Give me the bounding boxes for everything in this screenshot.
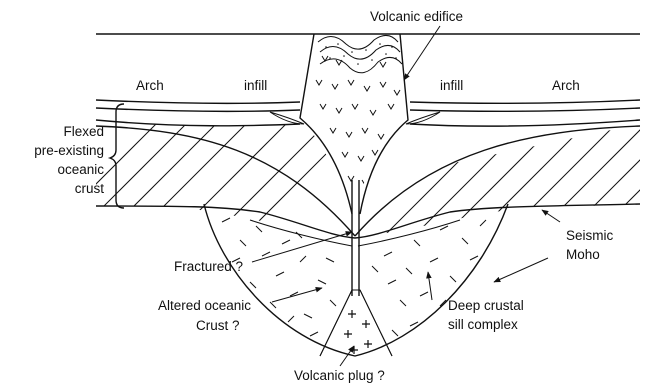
arrow-moho-edge <box>494 258 548 282</box>
edifice-v-marks <box>316 56 400 185</box>
label-arch-right: Arch <box>552 78 580 93</box>
label-seismic-line-1: Seismic <box>566 228 614 243</box>
label-volcanic-edifice: Volcanic edifice <box>370 9 463 24</box>
plug-top <box>320 290 392 356</box>
label-arch-left: Arch <box>136 78 164 93</box>
crust-top-line <box>96 120 640 126</box>
volcanic-edifice-outline <box>300 34 408 214</box>
arrow-seismic-moho <box>542 210 560 222</box>
infill-wedge-right <box>406 112 440 124</box>
infill-wedge-left <box>270 112 304 124</box>
label-flexed-line-3: oceanic <box>57 162 104 177</box>
label-infill-left: infill <box>244 78 267 93</box>
volcanic-plug-crosses <box>344 310 372 354</box>
arrow-deep-sill <box>428 272 432 300</box>
label-deep-line-2: sill complex <box>448 317 518 332</box>
label-flexed-line-4: crust <box>75 181 105 196</box>
label-infill-right: infill <box>440 78 463 93</box>
label-volcanic-plug: Volcanic plug ? <box>294 368 385 383</box>
label-altered-line-1: Altered oceanic <box>158 298 251 313</box>
label-altered-line-2: Crust ? <box>196 318 240 333</box>
label-deep-line-1: Deep crustal <box>448 298 524 313</box>
seafloor-line-upper <box>96 100 640 103</box>
seafloor-line-lower <box>96 108 640 111</box>
edifice-cap-layer-3 <box>320 57 402 72</box>
arrow-fractured <box>252 232 352 262</box>
label-seismic-line-2: Moho <box>566 247 600 262</box>
label-flexed-line-1: Flexed <box>63 124 104 139</box>
label-fractured: Fractured ? <box>174 259 243 274</box>
label-flexed-line-2: pre-existing <box>34 143 104 158</box>
arrow-altered <box>272 288 322 302</box>
seismic-moho-outline <box>204 204 508 356</box>
flexed-crust-upper-left <box>96 126 355 236</box>
